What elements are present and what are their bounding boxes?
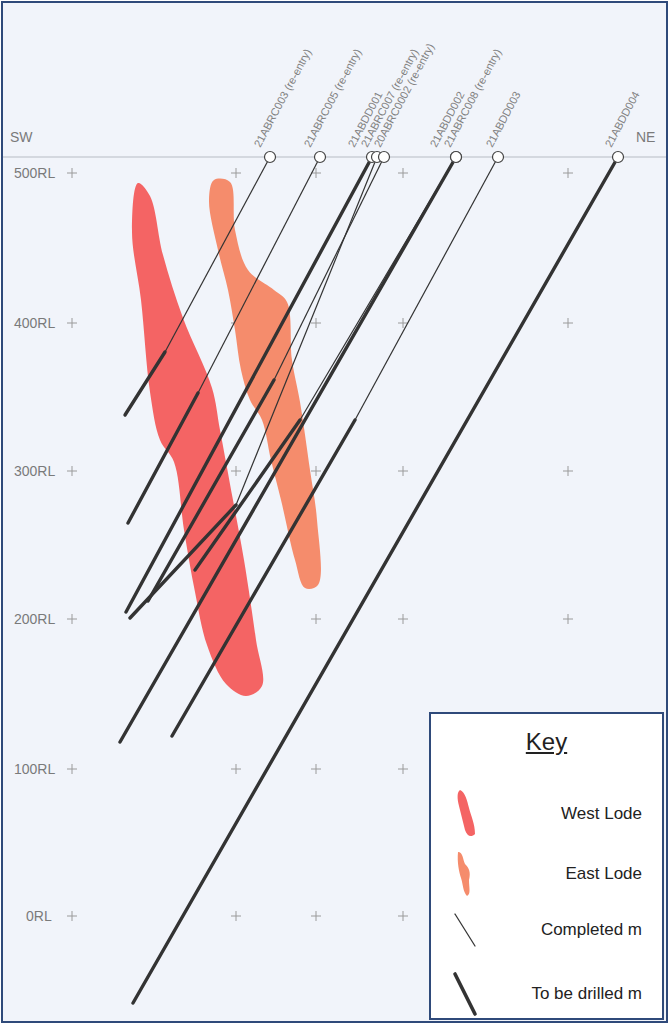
planned-hole xyxy=(125,352,165,415)
legend-swatch xyxy=(445,966,485,1022)
rl-label: 500RL xyxy=(14,166,55,180)
legend-entry: West Lode xyxy=(431,786,662,842)
grid-cross xyxy=(67,764,77,774)
rl-label: 100RL xyxy=(14,762,55,776)
legend-box: KeyWest LodeEast LodeCompleted m To be dr… xyxy=(429,712,664,1020)
grid-cross xyxy=(398,466,408,476)
grid-cross xyxy=(67,168,77,178)
direction-label: SW xyxy=(10,130,33,144)
legend-swatch xyxy=(445,846,485,902)
grid-cross xyxy=(231,168,241,178)
surface-line xyxy=(3,156,666,157)
rl-label: 300RL xyxy=(14,464,55,478)
planned-hole xyxy=(120,157,456,742)
rl-label: 0RL xyxy=(26,909,52,923)
collar xyxy=(451,152,462,163)
grid-cross xyxy=(398,168,408,178)
planned-hole xyxy=(172,420,355,736)
completed-hole xyxy=(355,157,498,420)
grid-cross xyxy=(563,168,573,178)
grid-cross xyxy=(563,614,573,624)
grid-cross xyxy=(311,168,321,178)
grid-cross xyxy=(231,764,241,774)
grid-cross xyxy=(563,318,573,328)
legend-text: To be drilled m xyxy=(531,984,642,1004)
grid-cross xyxy=(67,466,77,476)
grid-cross xyxy=(67,911,77,921)
grid-cross xyxy=(311,466,321,476)
planned-hole xyxy=(126,157,372,612)
planned-hole xyxy=(130,505,236,618)
direction-label: NE xyxy=(636,130,655,144)
legend-swatch xyxy=(445,902,485,958)
grid-cross xyxy=(311,911,321,921)
grid-cross xyxy=(231,911,241,921)
grid-cross xyxy=(67,318,77,328)
rl-label: 200RL xyxy=(14,612,55,626)
legend-swatch xyxy=(445,786,485,842)
legend-text: Completed m xyxy=(541,920,642,940)
grid-cross xyxy=(67,614,77,624)
grid-cross xyxy=(398,911,408,921)
planned-hole xyxy=(128,393,198,523)
legend-entry: Completed m xyxy=(431,902,662,958)
collar xyxy=(451,152,462,163)
legend-entry: To be drilled m xyxy=(431,966,662,1022)
grid-cross xyxy=(563,466,573,476)
legend-title: Key xyxy=(431,728,662,756)
grid-cross xyxy=(311,318,321,328)
collar xyxy=(265,152,276,163)
completed-hole xyxy=(165,157,270,352)
grid-cross xyxy=(398,614,408,624)
collar xyxy=(613,152,624,163)
completed-hole xyxy=(198,157,320,393)
grid-cross xyxy=(311,614,321,624)
completed-hole xyxy=(274,157,384,380)
legend-text: East Lode xyxy=(565,864,642,884)
legend-text: West Lode xyxy=(561,804,642,824)
west-lode xyxy=(132,183,263,696)
grid-cross xyxy=(398,764,408,774)
planned-hole xyxy=(148,380,274,601)
collar xyxy=(493,152,504,163)
planned-hole xyxy=(195,420,300,570)
collar xyxy=(379,152,390,163)
rl-label: 400RL xyxy=(14,316,55,330)
legend-entry: East Lode xyxy=(431,846,662,902)
grid-cross xyxy=(311,764,321,774)
grid-cross xyxy=(231,466,241,476)
collar xyxy=(315,152,326,163)
